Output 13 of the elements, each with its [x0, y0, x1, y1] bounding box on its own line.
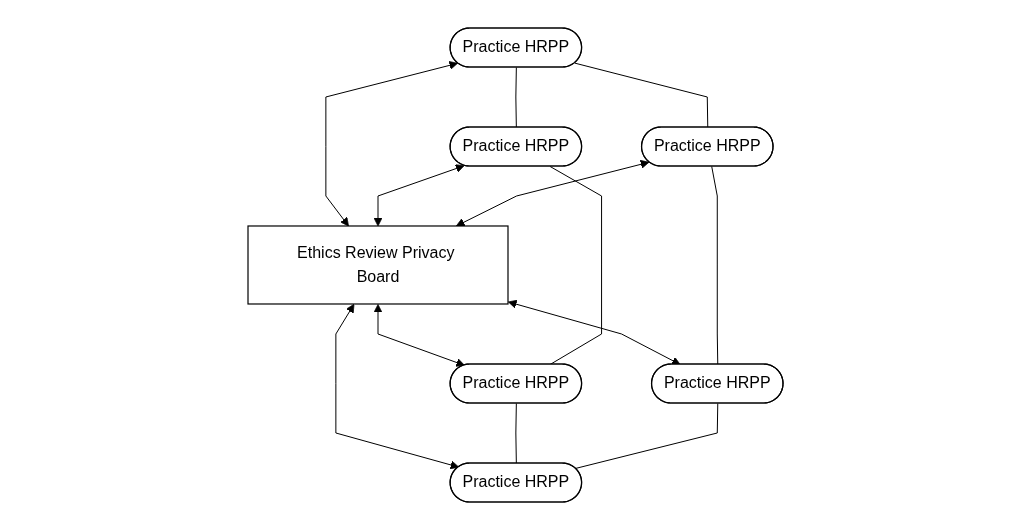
arrow: [508, 299, 681, 365]
connector: [515, 66, 517, 128]
arrow: [455, 159, 650, 226]
arrow: [325, 60, 458, 226]
connector: [575, 402, 719, 469]
connector: [549, 165, 603, 365]
arrow: [373, 163, 465, 226]
node-box: Ethics Review Privacy Board: [247, 224, 509, 305]
arrow: [373, 303, 465, 367]
connector: [574, 62, 709, 128]
arrow: [335, 303, 460, 469]
connector: [711, 165, 719, 365]
connector: [515, 402, 517, 464]
